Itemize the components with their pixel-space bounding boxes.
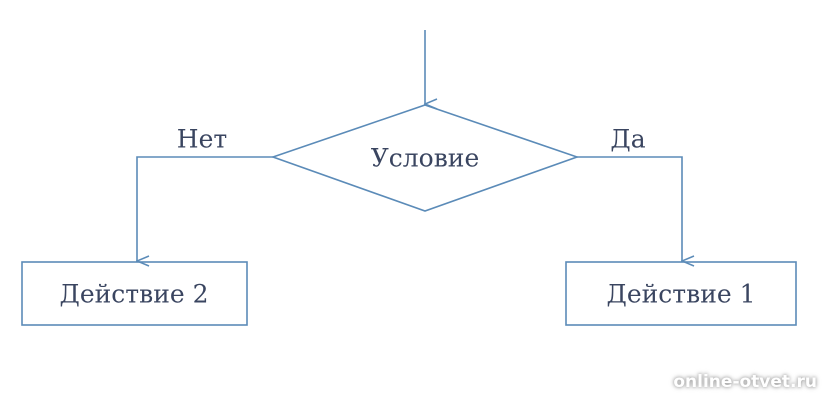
yes-branch-arrow bbox=[577, 156, 682, 261]
action-2-box bbox=[21, 261, 248, 326]
yes-label: Да bbox=[610, 124, 646, 154]
action-2-label: Действие 2 bbox=[59, 279, 209, 309]
condition-diamond bbox=[270, 104, 580, 212]
watermark: online-otvet.ru bbox=[673, 372, 817, 392]
condition-label: Условие bbox=[370, 143, 480, 173]
action-1-box bbox=[565, 261, 797, 326]
no-branch-arrow bbox=[137, 156, 273, 261]
action-1-label: Действие 1 bbox=[606, 279, 756, 309]
no-label: Нет bbox=[176, 124, 228, 154]
